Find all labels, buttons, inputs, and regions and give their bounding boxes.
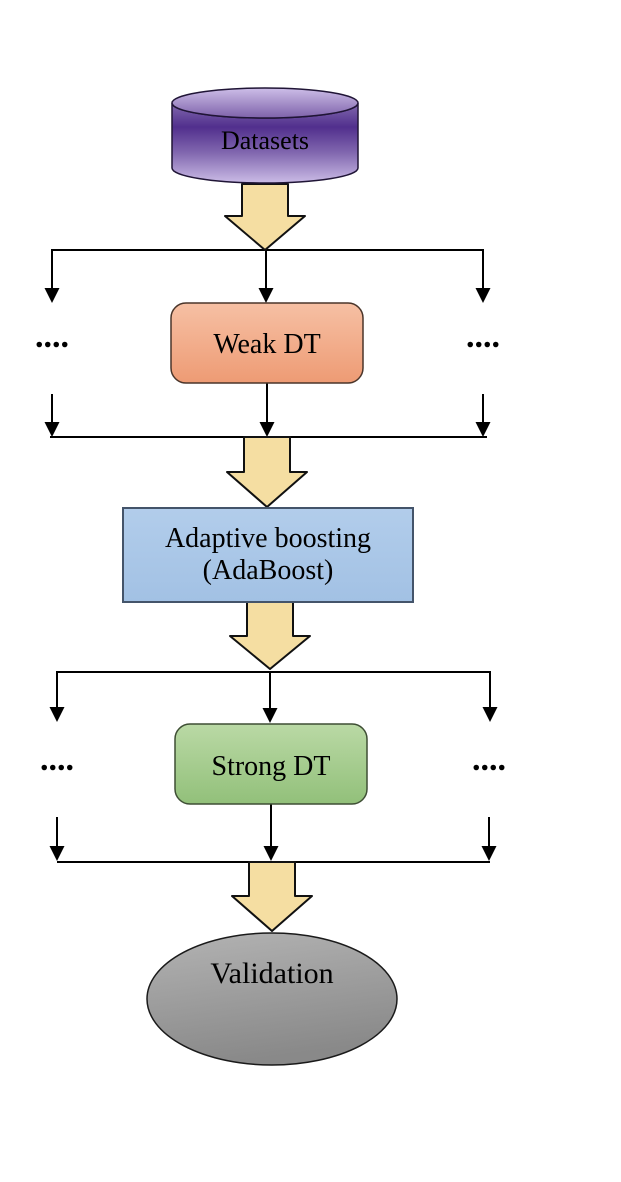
validation-ellipse	[146, 932, 398, 1066]
branch-line-bottom	[56, 671, 491, 707]
ellipsis-left-top: ....	[35, 318, 69, 355]
arrowhead-icon	[49, 846, 65, 861]
arrowhead-icon	[49, 707, 65, 722]
strong-dt-label: Strong DT	[212, 751, 331, 782]
arrowhead-icon	[263, 846, 279, 861]
ellipsis-left-bottom: ....	[40, 741, 74, 778]
arrowhead-icon	[259, 422, 275, 437]
arrowhead-icon	[262, 708, 278, 723]
arrowhead-icon	[44, 422, 60, 437]
weak-dt-label: Weak DT	[213, 329, 320, 360]
flow-arrows	[224, 183, 313, 932]
arrowheads	[44, 288, 498, 861]
block-arrow-down-icon	[226, 436, 308, 508]
weak-dt-box	[170, 302, 364, 384]
arrowhead-icon	[475, 422, 491, 437]
block-arrow-down-icon	[229, 601, 311, 670]
datasets-label: Datasets	[221, 126, 309, 155]
adaboost-label-line1: Adaptive boosting	[165, 523, 371, 554]
datasets-cylinder-top	[171, 87, 359, 119]
block-arrow-down-icon	[224, 183, 306, 251]
ellipsis-right-top: ....	[466, 318, 500, 355]
nodes	[122, 87, 414, 1066]
arrowhead-icon	[482, 707, 498, 722]
validation-label: Validation	[210, 957, 333, 990]
labels: Datasets Weak DT Adaptive boosting (AdaB…	[35, 126, 506, 990]
arrowhead-icon	[44, 288, 60, 303]
arrowhead-icon	[475, 288, 491, 303]
arrowhead-icon	[258, 288, 274, 303]
strong-dt-box	[174, 723, 368, 805]
branch-line-top	[51, 249, 484, 288]
adaboost-box	[122, 507, 414, 603]
block-arrow-down-icon	[231, 861, 313, 932]
ellipsis-right-bottom: ....	[472, 741, 506, 778]
adaboost-label-line2: (AdaBoost)	[203, 555, 334, 586]
arrowhead-icon	[481, 846, 497, 861]
